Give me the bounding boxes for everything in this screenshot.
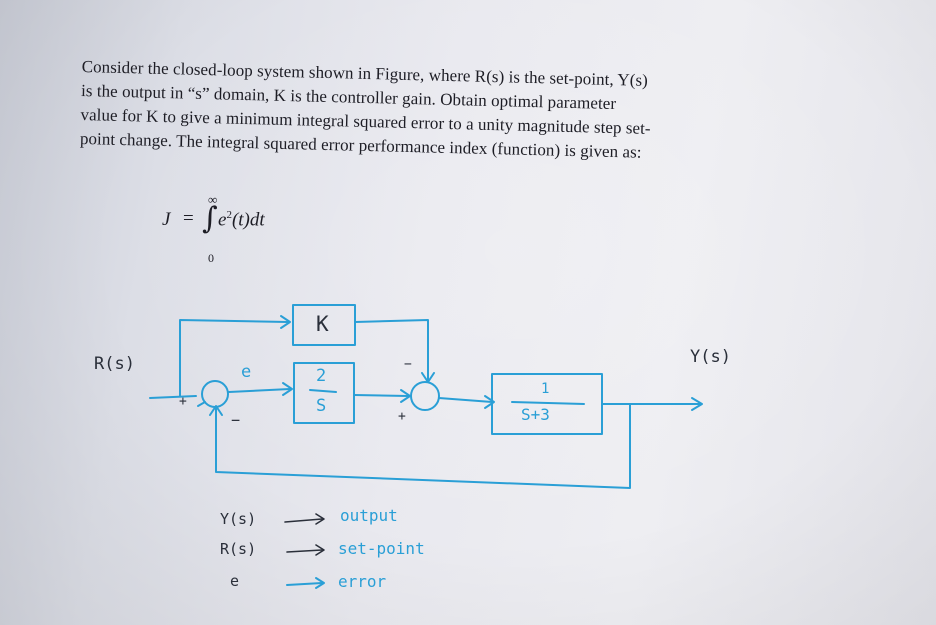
ise-formula: J = ∞ ∫ 0 e2(t)dt [162, 192, 322, 267]
legend-symbol: R(s) [220, 540, 257, 558]
legend-symbol: e [230, 572, 240, 590]
summing-junction-2 [410, 381, 440, 411]
arrowhead-icon [280, 315, 291, 329]
legend-arrow-line [284, 518, 323, 523]
arrowhead-icon [315, 513, 325, 525]
integrator-block [293, 362, 355, 424]
plant-numerator: 1 [541, 381, 550, 397]
legend-arrow-line [286, 549, 323, 553]
arrowhead-icon [282, 382, 293, 396]
plant-denominator: S+3 [521, 405, 550, 424]
error-signal-line [228, 388, 291, 393]
arrowhead-icon [484, 395, 495, 409]
summing-junction-1 [201, 380, 229, 408]
formula-equals: = [183, 208, 194, 229]
controller-gain-label: K [316, 312, 329, 336]
integrand-base: e [218, 209, 227, 231]
input-label: R(s) [94, 354, 135, 374]
arrowhead-icon [209, 405, 223, 416]
integrand-exponent: 2 [226, 209, 232, 221]
legend-meaning: output [340, 506, 398, 525]
feedforward-branch-line [179, 319, 289, 397]
integral-sign: ∫ [202, 201, 218, 236]
sum2-minus-sign: − [404, 357, 412, 372]
input-signal-line [149, 395, 197, 399]
control-signal-line [438, 397, 493, 403]
fraction-bar [309, 389, 337, 393]
sum1-plus-sign: + [179, 394, 187, 409]
integral-upper-limit: ∞ [208, 192, 218, 207]
fraction-bar [511, 401, 585, 405]
legend-meaning: error [338, 572, 387, 591]
controller-gain-block [292, 304, 356, 346]
junction-tick [197, 401, 206, 407]
integrator-output-line [353, 394, 409, 397]
integral-lower-limit: 0 [208, 251, 214, 265]
block2-denominator: S [316, 396, 327, 416]
formula-lhs: J [162, 209, 171, 230]
output-label: Y(s) [690, 347, 731, 367]
arrowhead-icon [691, 397, 703, 411]
sum2-plus-sign: + [398, 409, 406, 424]
legend-arrow-line [286, 582, 323, 586]
arrowhead-icon [315, 577, 325, 589]
legend-symbol: Y(s) [220, 510, 257, 528]
arrowhead-icon [315, 544, 325, 556]
integrand: e2(t)dt [218, 209, 265, 231]
block2-numerator: 2 [316, 366, 327, 386]
gain-output-line [354, 319, 429, 381]
legend-meaning: set-point [338, 539, 425, 558]
integrand-rest: (t)dt [231, 209, 265, 231]
error-label: e [241, 362, 252, 382]
feedback-path-line [215, 403, 631, 489]
sum1-minus-sign: − [231, 411, 241, 429]
